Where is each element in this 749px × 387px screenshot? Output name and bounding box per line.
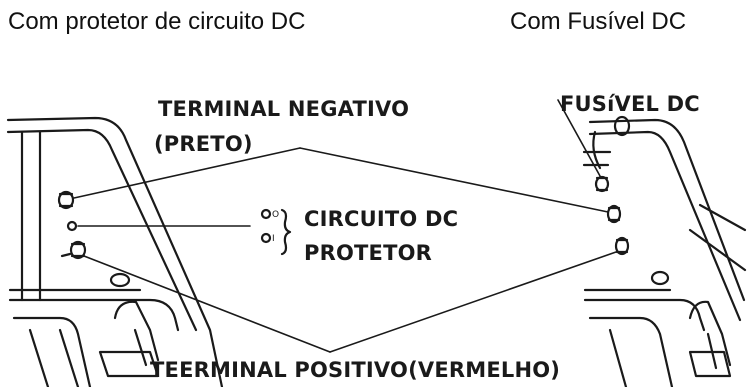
right-positive-terminal bbox=[614, 236, 630, 256]
label-positive-terminal: TEERMINAL POSITIVO(VERMELHO) bbox=[150, 358, 561, 382]
label-protector: PROTETOR bbox=[304, 241, 433, 265]
left-breaker-mark bbox=[66, 220, 78, 232]
right-dc-fuse bbox=[594, 175, 610, 193]
right-generator-panel bbox=[582, 115, 747, 387]
left-positive-terminal bbox=[60, 240, 87, 260]
left-generator-panel bbox=[6, 116, 224, 387]
heading-circuit-protector: Com protetor de circuito DC bbox=[8, 8, 306, 35]
breaker-switch-icon bbox=[260, 208, 292, 256]
label-dc-circuit: CIRCUITO DC bbox=[304, 207, 459, 231]
fuse-leader-line bbox=[557, 99, 601, 177]
left-negative-terminal bbox=[57, 190, 75, 210]
breaker-on-mark: I bbox=[272, 234, 275, 244]
label-negative-terminal: TERMINAL NEGATIVO bbox=[158, 97, 410, 121]
negative-leader-lines bbox=[73, 147, 609, 213]
heading-dc-fuse: Com Fusível DC bbox=[510, 8, 687, 35]
positive-leader-lines bbox=[83, 251, 617, 353]
label-negative-terminal-color: (PRETO) bbox=[154, 132, 253, 156]
breaker-off-mark: O bbox=[272, 210, 279, 220]
label-dc-fuse: FUSíVEL DC bbox=[560, 92, 700, 116]
right-negative-terminal bbox=[606, 204, 622, 224]
